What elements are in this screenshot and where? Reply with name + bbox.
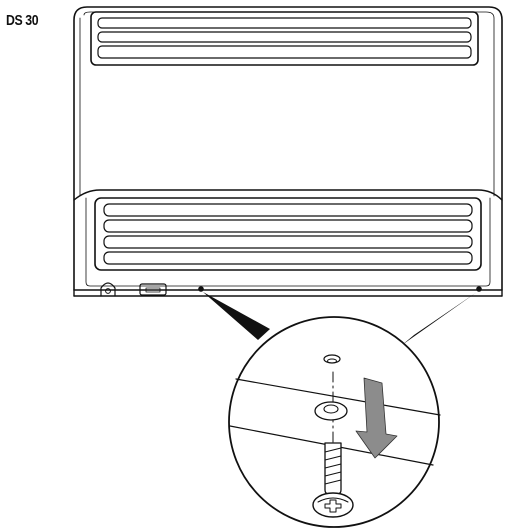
heater-unit bbox=[73, 6, 503, 297]
housing-body bbox=[73, 6, 503, 291]
fixing-hole-left bbox=[198, 286, 204, 292]
screw-icon bbox=[312, 442, 354, 518]
mounting-surface-line bbox=[235, 378, 441, 416]
callout-pointer-left bbox=[203, 292, 270, 340]
top-grille-slot bbox=[97, 31, 472, 43]
bottom-grille-frame bbox=[94, 197, 482, 271]
top-grille-frame bbox=[90, 11, 479, 66]
detail-magnifier bbox=[228, 316, 441, 528]
fixing-hole-right bbox=[476, 286, 482, 292]
top-grille-slot bbox=[97, 45, 472, 59]
bottom-grille-slot bbox=[103, 219, 473, 233]
terminal-box bbox=[139, 283, 167, 296]
model-label: DS 30 bbox=[6, 12, 39, 29]
top-grille-slot bbox=[97, 17, 472, 29]
cable-gland bbox=[100, 282, 116, 297]
down-arrow-icon bbox=[355, 377, 398, 459]
callout-pointers bbox=[203, 292, 477, 345]
lower-panel-top bbox=[73, 189, 503, 201]
bottom-grille-slot bbox=[103, 235, 473, 249]
housing-inner-edge bbox=[83, 11, 495, 197]
detail-circle bbox=[228, 316, 440, 528]
callout-pointer-right bbox=[402, 292, 477, 345]
bottom-grille-slot bbox=[103, 251, 473, 265]
lower-panel-inner bbox=[85, 197, 491, 287]
washer-icon bbox=[314, 401, 348, 421]
screw-hole-icon bbox=[323, 354, 341, 364]
bottom-grille-slot bbox=[103, 203, 473, 217]
